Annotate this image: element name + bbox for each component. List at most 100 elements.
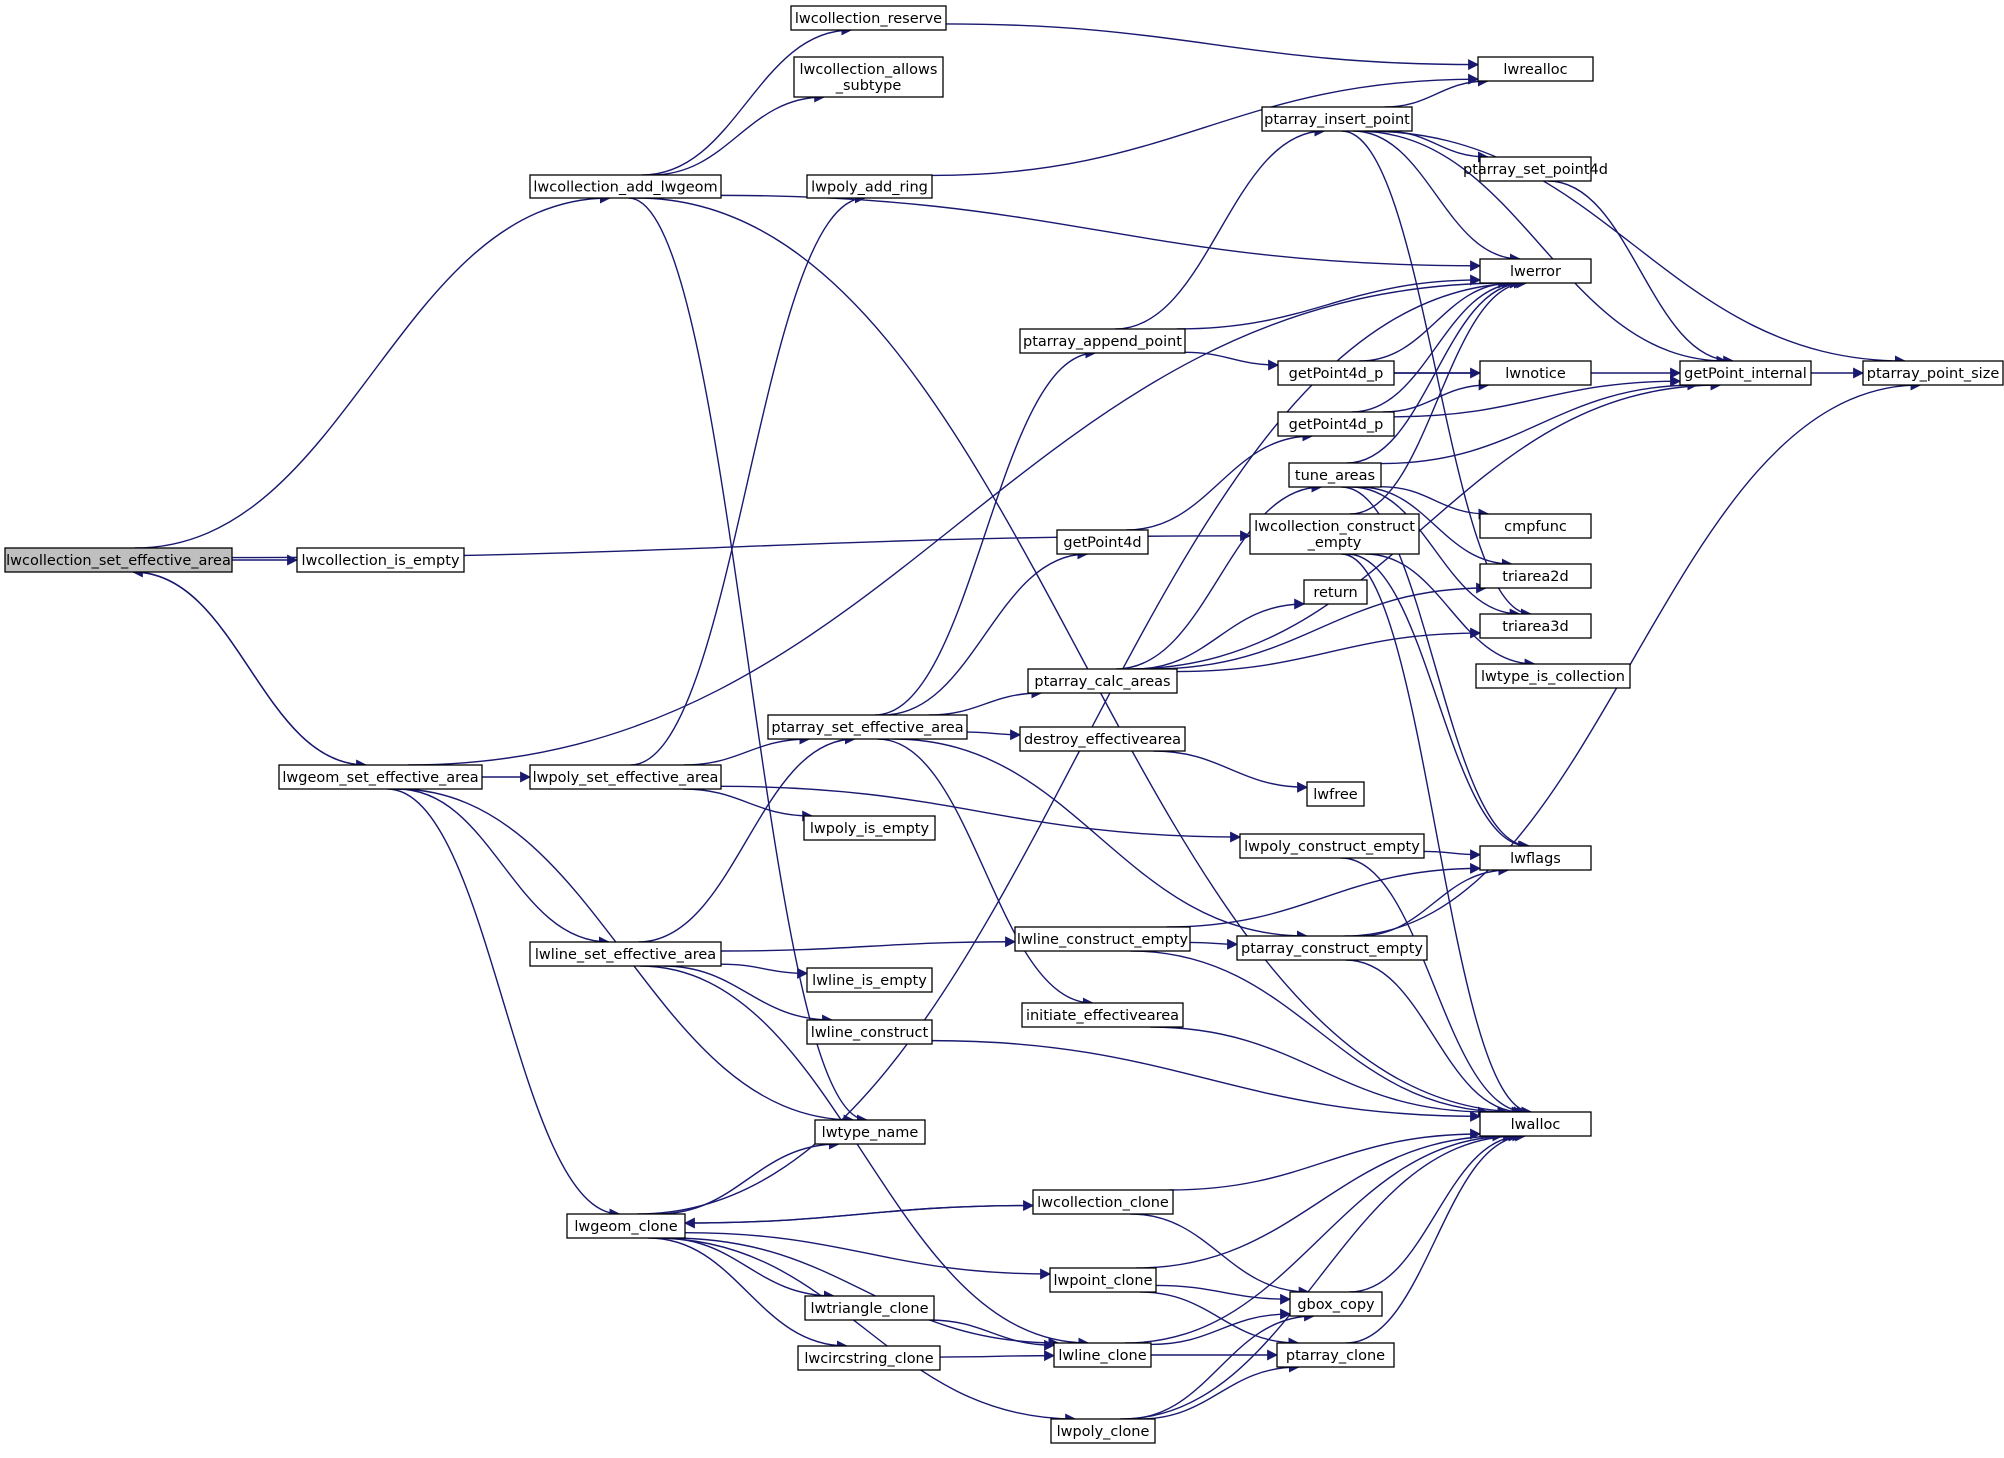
node-lwline_is_empty[interactable]: lwline_is_empty: [806, 967, 933, 993]
node-lwcollection_set_effective_area[interactable]: lwcollection_set_effective_area: [4, 547, 233, 573]
node-box[interactable]: [1236, 935, 1428, 961]
node-box[interactable]: [797, 1345, 941, 1371]
node-box[interactable]: [1261, 106, 1413, 132]
node-ptarray_calc_areas[interactable]: ptarray_calc_areas: [1027, 668, 1178, 694]
node-box[interactable]: [296, 547, 465, 573]
node-box[interactable]: [806, 174, 933, 199]
node-lwline_construct_empty[interactable]: lwline_construct_empty: [1014, 926, 1191, 952]
node-cmpfunc[interactable]: cmpfunc: [1479, 513, 1592, 539]
node-box[interactable]: [803, 815, 936, 841]
node-lwpoly_construct_empty[interactable]: lwpoly_construct_empty: [1239, 833, 1425, 859]
node-lwtype_name[interactable]: lwtype_name: [814, 1119, 926, 1145]
node-box[interactable]: [1289, 1291, 1383, 1317]
node-box[interactable]: [4, 547, 233, 573]
node-getPoint4d[interactable]: getPoint4d: [1056, 529, 1149, 555]
node-ptarray_construct_empty[interactable]: ptarray_construct_empty: [1236, 935, 1428, 961]
node-lwline_set_effective_area[interactable]: lwline_set_effective_area: [529, 941, 722, 967]
node-lwline_clone[interactable]: lwline_clone: [1053, 1342, 1152, 1368]
node-box[interactable]: [1679, 360, 1812, 386]
node-box[interactable]: [1014, 926, 1191, 952]
node-box[interactable]: [806, 967, 933, 993]
node-triarea2d[interactable]: triarea2d: [1479, 563, 1592, 589]
node-lwnotice[interactable]: lwnotice: [1479, 360, 1592, 386]
node-getPoint_internal[interactable]: getPoint_internal: [1679, 360, 1812, 386]
node-getPoint4d_p_2[interactable]: getPoint4d_p: [1277, 411, 1395, 437]
node-box[interactable]: [1019, 726, 1186, 752]
node-box[interactable]: [1056, 529, 1149, 555]
node-box[interactable]: [1032, 1189, 1174, 1215]
node-box[interactable]: [804, 1295, 935, 1321]
node-box[interactable]: [1019, 328, 1186, 354]
node-box[interactable]: [1479, 563, 1592, 589]
node-box[interactable]: [1303, 579, 1368, 605]
node-box[interactable]: [1479, 845, 1592, 871]
node-lwline_construct[interactable]: lwline_construct: [806, 1019, 933, 1045]
node-ptarray_insert_point[interactable]: ptarray_insert_point: [1261, 106, 1413, 132]
node-lwcollection_construct_empty[interactable]: lwcollection_construct_empty: [1249, 513, 1420, 555]
node-lwcollection_add_lwgeom[interactable]: lwcollection_add_lwgeom: [529, 174, 722, 199]
node-lwpoly_add_ring[interactable]: lwpoly_add_ring: [806, 174, 933, 199]
node-lwgeom_set_effective_area[interactable]: lwgeom_set_effective_area: [278, 764, 483, 790]
node-lwrealloc[interactable]: lwrealloc: [1477, 56, 1594, 82]
node-ptarray_set_point4d[interactable]: ptarray_set_point4d: [1463, 156, 1608, 182]
node-box[interactable]: [1027, 668, 1178, 694]
node-lwflags[interactable]: lwflags: [1479, 845, 1592, 871]
node-lwcircstring_clone[interactable]: lwcircstring_clone: [797, 1345, 941, 1371]
node-ptarray_append_point[interactable]: ptarray_append_point: [1019, 328, 1186, 354]
node-lwcollection_reserve[interactable]: lwcollection_reserve: [790, 5, 947, 31]
node-box[interactable]: [1479, 156, 1592, 182]
node-lwcollection_clone[interactable]: lwcollection_clone: [1032, 1189, 1174, 1215]
node-lwpoly_set_effective_area[interactable]: lwpoly_set_effective_area: [529, 764, 722, 790]
node-lwfree[interactable]: lwfree: [1306, 781, 1365, 807]
node-ptarray_clone[interactable]: ptarray_clone: [1276, 1342, 1395, 1368]
node-box[interactable]: [1277, 360, 1395, 386]
node-ptarray_set_effective_area[interactable]: ptarray_set_effective_area: [767, 714, 968, 740]
node-box[interactable]: [1021, 1002, 1184, 1028]
node-gbox_copy[interactable]: gbox_copy: [1289, 1291, 1383, 1317]
node-lwgeom_clone[interactable]: lwgeom_clone: [566, 1213, 686, 1239]
node-box[interactable]: [806, 1019, 933, 1045]
node-box[interactable]: [1288, 462, 1382, 488]
node-lwpoint_clone[interactable]: lwpoint_clone: [1049, 1267, 1157, 1293]
node-box[interactable]: [529, 174, 722, 199]
node-box[interactable]: [767, 714, 968, 740]
node-box[interactable]: [1479, 613, 1592, 639]
node-lwalloc[interactable]: lwalloc: [1479, 1111, 1592, 1137]
node-lwerror[interactable]: lwerror: [1479, 258, 1592, 284]
node-box[interactable]: [529, 764, 722, 790]
node-box[interactable]: [1049, 1267, 1157, 1293]
node-lwtype_is_collection[interactable]: lwtype_is_collection: [1475, 663, 1631, 689]
node-box[interactable]: [1276, 1342, 1395, 1368]
node-box[interactable]: [793, 56, 944, 98]
node-box[interactable]: [1479, 1111, 1592, 1137]
node-box[interactable]: [1277, 411, 1395, 437]
node-tune_areas[interactable]: tune_areas: [1288, 462, 1382, 488]
node-ptarray_point_size[interactable]: ptarray_point_size: [1862, 360, 2004, 386]
node-lwpoly_is_empty[interactable]: lwpoly_is_empty: [803, 815, 936, 841]
node-triarea3d[interactable]: triarea3d: [1479, 613, 1592, 639]
node-box[interactable]: [1479, 513, 1592, 539]
node-box[interactable]: [1053, 1342, 1152, 1368]
node-box[interactable]: [1050, 1418, 1156, 1444]
node-lwpoly_clone[interactable]: lwpoly_clone: [1050, 1418, 1156, 1444]
node-box[interactable]: [1239, 833, 1425, 859]
node-box[interactable]: [1862, 360, 2004, 386]
node-box[interactable]: [278, 764, 483, 790]
node-lwtriangle_clone[interactable]: lwtriangle_clone: [804, 1295, 935, 1321]
node-box[interactable]: [814, 1119, 926, 1145]
node-box[interactable]: [566, 1213, 686, 1239]
node-box[interactable]: [1477, 56, 1594, 82]
node-box[interactable]: [1249, 513, 1420, 555]
node-box[interactable]: [529, 941, 722, 967]
node-initiate_effectivearea[interactable]: initiate_effectivearea: [1021, 1002, 1184, 1028]
node-lwcollection_is_empty[interactable]: lwcollection_is_empty: [296, 547, 465, 573]
node-box[interactable]: [1479, 258, 1592, 284]
node-destroy_effectivearea[interactable]: destroy_effectivearea: [1019, 726, 1186, 752]
node-lwcollection_allows_subtype[interactable]: lwcollection_allows_subtype: [793, 56, 944, 98]
node-box[interactable]: [1479, 360, 1592, 386]
node-getPoint4d_p_1[interactable]: getPoint4d_p: [1277, 360, 1395, 386]
node-return[interactable]: return: [1303, 579, 1368, 605]
node-box[interactable]: [790, 5, 947, 31]
node-box[interactable]: [1306, 781, 1365, 807]
node-box[interactable]: [1475, 663, 1631, 689]
